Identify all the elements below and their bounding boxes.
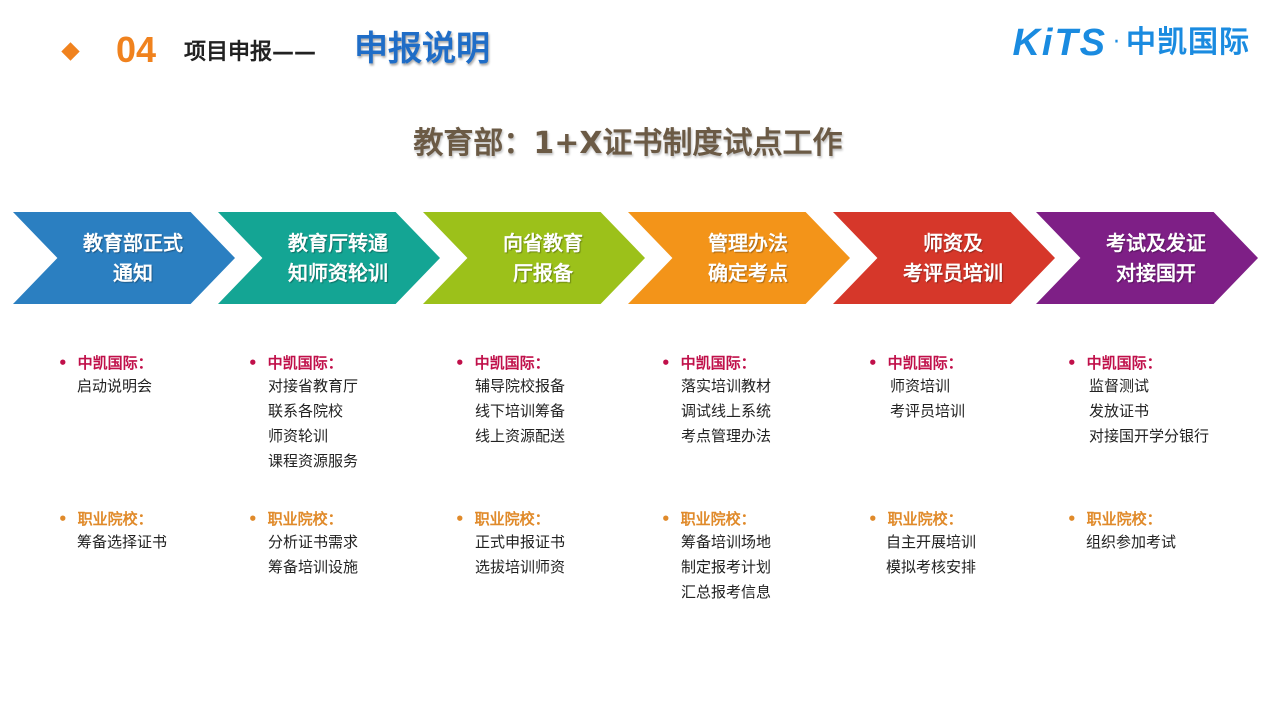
section-title: 项目申报——	[184, 40, 317, 65]
school-item-list: 组织参加考试	[1067, 530, 1176, 555]
list-item: 启动说明会	[77, 377, 153, 395]
kai-item-list: 师资培训 考评员培训	[868, 374, 1058, 424]
kai-item-list: 辅导院校报备 线下培训筹备 线上资源配送	[455, 374, 645, 449]
step-label: 管理办法 确定考点	[708, 231, 788, 285]
list-item: 考评员培训	[890, 402, 966, 420]
list-item: 分析证书需求	[268, 533, 359, 551]
school-group: •职业院校： 组织参加考试	[1067, 508, 1176, 555]
step-label: 教育厅转通 知师资轮训	[288, 231, 388, 285]
bullet-icon: •	[58, 510, 68, 528]
kai-item-list: 对接省教育厅 联系各院校 师资轮训 课程资源服务	[248, 374, 438, 474]
step-label: 师资及 考评员培训	[903, 231, 1003, 285]
list-item: 对接国开学分银行	[1089, 427, 1210, 445]
bullet-icon: •	[661, 354, 671, 372]
bullet-icon: •	[868, 354, 878, 372]
step-details-6: •中凯国际： 监督测试 发放证书 对接国开学分银行 •职业院校： 组织参加考试	[1067, 352, 1257, 551]
kai-group-label: •中凯国际：	[1067, 354, 1162, 372]
list-item: 辅导院校报备	[475, 377, 566, 395]
process-step-6: 考试及发证 对接国开	[1036, 212, 1258, 304]
school-group: •职业院校： 筹备选择证书	[58, 508, 167, 555]
school-group-label: •职业院校：	[661, 510, 756, 528]
list-item: 选拔培训师资	[475, 558, 566, 576]
school-item-list: 筹备培训场地 制定报考计划 汇总报考信息	[661, 530, 771, 605]
process-step-3: 向省教育 厅报备	[423, 212, 645, 304]
school-group: •职业院校： 分析证书需求 筹备培训设施	[248, 508, 358, 580]
kai-group-label: •中凯国际：	[58, 354, 153, 372]
list-item: 制定报考计划	[681, 558, 772, 576]
step-details-5: •中凯国际： 师资培训 考评员培训 •职业院校： 自主开展培训 模拟考核安排	[868, 352, 1058, 576]
list-item: 师资轮训	[268, 427, 329, 445]
list-item: 组织参加考试	[1086, 533, 1177, 551]
school-group-label: •职业院校：	[1067, 510, 1162, 528]
list-item: 发放证书	[1089, 402, 1150, 420]
process-step-1: 教育部正式 通知	[13, 212, 235, 304]
kai-group-label: •中凯国际：	[868, 354, 963, 372]
step-details-4: •中凯国际： 落实培训教材 调试线上系统 考点管理办法 •职业院校： 筹备培训场…	[661, 352, 851, 601]
step-details-3: •中凯国际： 辅导院校报备 线下培训筹备 线上资源配送 •职业院校： 正式申报证…	[455, 352, 645, 576]
school-group-label: •职业院校：	[58, 510, 153, 528]
kai-group-label: •中凯国际：	[661, 354, 756, 372]
school-item-list: 正式申报证书 选拔培训师资	[455, 530, 565, 580]
school-item-list: 分析证书需求 筹备培训设施	[248, 530, 358, 580]
bullet-icon: •	[58, 354, 68, 372]
list-item: 落实培训教材	[681, 377, 772, 395]
school-group-label: •职业院校：	[455, 510, 550, 528]
list-item: 对接省教育厅	[268, 377, 359, 395]
kai-item-list: 启动说明会	[58, 374, 248, 399]
list-item: 线上资源配送	[475, 427, 566, 445]
bullet-icon: •	[248, 510, 258, 528]
list-item: 筹备培训场地	[681, 533, 772, 551]
list-item: 汇总报考信息	[681, 583, 772, 601]
step-label: 教育部正式 通知	[83, 231, 183, 285]
process-step-5: 师资及 考评员培训	[833, 212, 1055, 304]
school-group: •职业院校： 正式申报证书 选拔培训师资	[455, 508, 565, 580]
list-item: 调试线上系统	[681, 402, 772, 420]
kai-item-list: 监督测试 发放证书 对接国开学分银行	[1067, 374, 1257, 449]
school-group: •职业院校： 自主开展培训 模拟考核安排	[868, 508, 976, 580]
logo-chinese: 中凯国际	[1126, 25, 1250, 60]
school-item-list: 自主开展培训 模拟考核安排	[868, 530, 976, 580]
school-group-label: •职业院校：	[868, 510, 963, 528]
step-label: 考试及发证 对接国开	[1106, 231, 1206, 285]
kai-group-label: •中凯国际：	[455, 354, 550, 372]
process-step-2: 教育厅转通 知师资轮训	[218, 212, 440, 304]
bullet-icon: •	[248, 354, 258, 372]
step-details-2: •中凯国际： 对接省教育厅 联系各院校 师资轮训 课程资源服务 •职业院校： 分…	[248, 352, 438, 576]
bullet-icon: •	[455, 510, 465, 528]
logo-english: KiTS	[1012, 22, 1107, 64]
list-item: 联系各院校	[268, 402, 344, 420]
list-item: 自主开展培训	[886, 533, 977, 551]
school-group: •职业院校： 筹备培训场地 制定报考计划 汇总报考信息	[661, 508, 771, 605]
process-arrows: 教育部正式 通知 教育厅转通 知师资轮训 向省教育 厅报备 管理办法 确定考点 …	[0, 212, 1272, 308]
company-logo: KiTS · 中凯国际	[1012, 20, 1250, 66]
section-number: 04	[116, 29, 157, 70]
slide-header: 04 项目申报—— 申报说明 KiTS · 中凯国际	[0, 0, 1272, 100]
school-group-label: •职业院校：	[248, 510, 343, 528]
list-item: 模拟考核安排	[886, 558, 977, 576]
bullet-icon: •	[868, 510, 878, 528]
logo-separator: ·	[1113, 30, 1120, 55]
list-item: 线下培训筹备	[475, 402, 566, 420]
bullet-icon: •	[455, 354, 465, 372]
main-title: 教育部：1+X证书制度试点工作	[413, 126, 843, 161]
bullet-icon: •	[1067, 510, 1077, 528]
process-step-4: 管理办法 确定考点	[628, 212, 850, 304]
bullet-icon: •	[1067, 354, 1077, 372]
section-title-accent: 申报说明	[354, 29, 490, 69]
school-item-list: 筹备选择证书	[58, 530, 167, 555]
diamond-bullet-icon	[61, 42, 80, 61]
list-item: 筹备选择证书	[77, 533, 168, 551]
list-item: 考点管理办法	[681, 427, 772, 445]
step-label: 向省教育 厅报备	[503, 231, 583, 285]
list-item: 监督测试	[1089, 377, 1150, 395]
kai-item-list: 落实培训教材 调试线上系统 考点管理办法	[661, 374, 851, 449]
kai-group-label: •中凯国际：	[248, 354, 343, 372]
list-item: 课程资源服务	[268, 452, 359, 470]
list-item: 筹备培训设施	[268, 558, 359, 576]
list-item: 正式申报证书	[475, 533, 566, 551]
list-item: 师资培训	[890, 377, 951, 395]
step-details-1: •中凯国际： 启动说明会 •职业院校： 筹备选择证书	[58, 352, 248, 551]
bullet-icon: •	[661, 510, 671, 528]
